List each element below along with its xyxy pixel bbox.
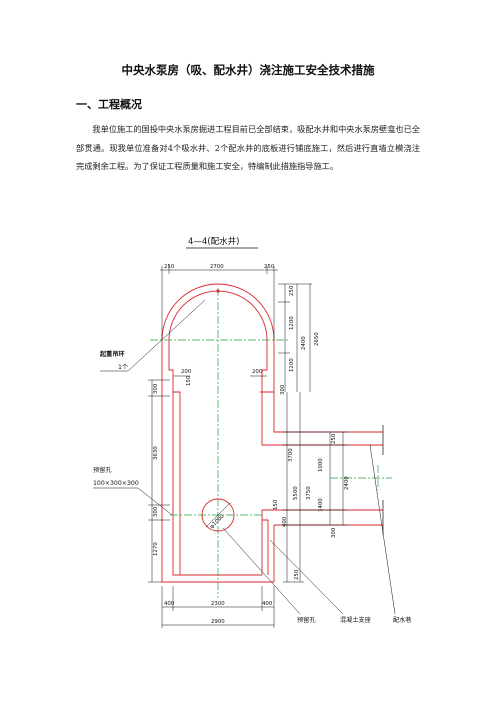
hook-ring-count: 1个 (118, 364, 128, 371)
svg-text:1200: 1200 (289, 358, 295, 372)
svg-text:1000: 1000 (318, 458, 324, 472)
svg-text:1400: 1400 (318, 498, 324, 512)
svg-text:250: 250 (289, 285, 295, 296)
svg-text:300: 300 (331, 527, 337, 538)
svg-text:3630: 3630 (153, 446, 159, 460)
svg-text:150: 150 (186, 375, 192, 386)
svg-text:400: 400 (262, 601, 273, 607)
document-title: 中央水泵房（吸、配水井）浇注施工安全技术措施 (121, 63, 375, 77)
svg-text:5500: 5500 (293, 486, 299, 500)
hook-ring-marker (216, 289, 220, 293)
reserved-hole-size: 100×300×300 (93, 480, 139, 487)
svg-text:200: 200 (181, 369, 192, 375)
reserved-hole-label: 预留孔 (93, 466, 112, 474)
svg-text:150: 150 (273, 499, 279, 510)
svg-text:2400: 2400 (301, 336, 307, 350)
bottom-hole-label: 预留孔 (297, 616, 316, 624)
svg-text:250: 250 (331, 433, 337, 444)
svg-text:2700: 2700 (210, 264, 224, 270)
svg-text:250: 250 (164, 264, 175, 270)
svg-text:3750: 3750 (306, 486, 312, 500)
annotations: 起重吊环 1个 预留孔 100×300×300 预留孔 混凝土支座 配水巷 (93, 299, 412, 624)
svg-text:400: 400 (164, 601, 175, 607)
concrete-support-label: 混凝土支座 (340, 616, 371, 624)
hook-ring-label: 起重吊环 (99, 350, 125, 358)
svg-text:300: 300 (153, 506, 159, 517)
svg-text:250: 250 (294, 569, 300, 580)
svg-text:2650: 2650 (314, 332, 320, 346)
svg-text:400: 400 (282, 516, 288, 527)
overview-paragraph: 我单位施工的国投中央水泵房掘进工程目前已全部结束，吸配水井和中央水泵房壁龛也已全… (76, 124, 420, 171)
svg-text:300: 300 (153, 383, 159, 394)
drawing-title: 4—4(配水井) (188, 236, 239, 247)
svg-text:3700: 3700 (288, 448, 294, 462)
svg-text:2900: 2900 (211, 619, 225, 625)
dimension-lines (148, 266, 347, 628)
svg-text:2400: 2400 (344, 476, 350, 490)
svg-text:250: 250 (264, 264, 275, 270)
svg-text:300: 300 (280, 384, 286, 395)
svg-text:2300: 2300 (211, 601, 225, 607)
section-heading: 一、工程概况 (76, 98, 142, 111)
svg-text:1200: 1200 (289, 316, 295, 330)
water-lane-label: 配水巷 (393, 616, 412, 624)
svg-text:200: 200 (252, 369, 263, 375)
outer-wall (161, 283, 383, 583)
dimension-labels: 250 2700 250 250 1200 1200 2400 2650 200… (153, 264, 350, 625)
svg-text:1270: 1270 (153, 542, 159, 556)
center-lines (150, 288, 392, 598)
